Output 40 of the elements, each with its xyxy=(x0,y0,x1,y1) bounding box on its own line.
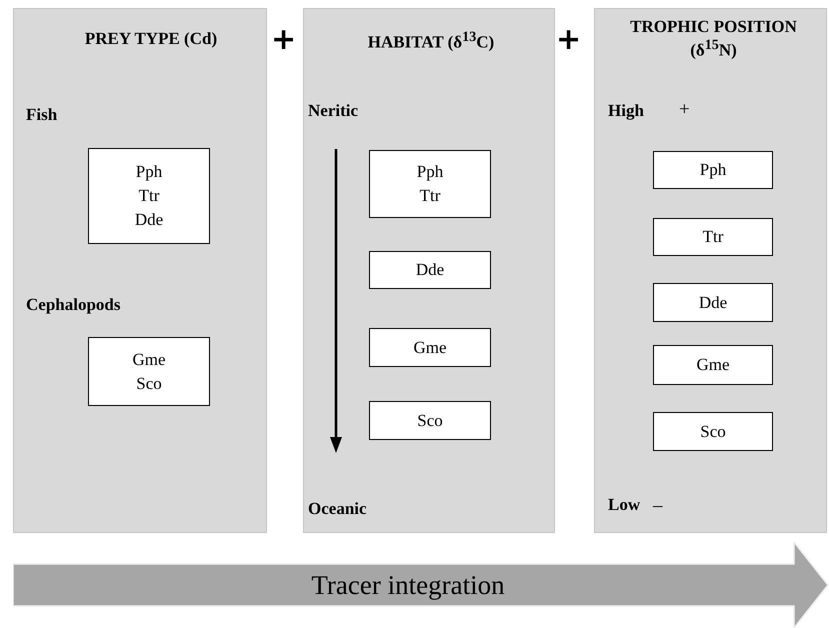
panel xyxy=(303,8,555,533)
species-code: Sco xyxy=(700,420,726,442)
panel-heading: PREY TYPE (Cd) xyxy=(84,29,218,49)
species-code: Dde xyxy=(416,259,444,281)
species-code: Gme xyxy=(413,336,447,358)
axis-label: – xyxy=(653,495,662,517)
species-box xyxy=(653,283,773,322)
species-box xyxy=(88,337,210,406)
species-box xyxy=(653,218,773,256)
panel-heading: HABITAT (δ$^{13}$C) xyxy=(366,29,496,53)
species-box xyxy=(369,150,491,218)
species-box xyxy=(369,251,491,289)
axis-label: + xyxy=(679,99,690,121)
species-box xyxy=(369,328,491,367)
axis-label: Oceanic xyxy=(308,499,367,519)
species-box xyxy=(653,345,773,385)
process-arrow xyxy=(13,542,829,628)
species-code: Pph Ttr xyxy=(416,161,444,207)
plus-sign: + xyxy=(271,22,296,57)
species-box xyxy=(653,151,773,189)
panel xyxy=(13,8,267,533)
species-box xyxy=(369,401,491,440)
panel xyxy=(594,8,827,533)
species-box xyxy=(653,412,773,451)
axis-label: High xyxy=(608,101,644,121)
species-code: Pph xyxy=(700,159,726,181)
axis-label: Neritic xyxy=(308,101,358,121)
axis-label: Cephalopods xyxy=(26,295,120,315)
species-box xyxy=(88,148,210,244)
arrow-label: Tracer integration xyxy=(310,570,506,601)
axis-label: Fish xyxy=(26,105,58,125)
species-code: Gme xyxy=(696,354,730,376)
species-code: Gme Sco xyxy=(132,348,166,394)
plus-sign: + xyxy=(556,22,582,57)
species-code: Dde xyxy=(698,292,728,314)
species-code: Sco xyxy=(417,410,443,432)
panel-heading: TROPHIC POSITION (δ$^{15}$N) xyxy=(629,17,798,61)
species-code: Ttr xyxy=(702,226,724,248)
axis-label: Low xyxy=(608,495,640,515)
species-code: Pph Ttr Dde xyxy=(134,161,164,231)
